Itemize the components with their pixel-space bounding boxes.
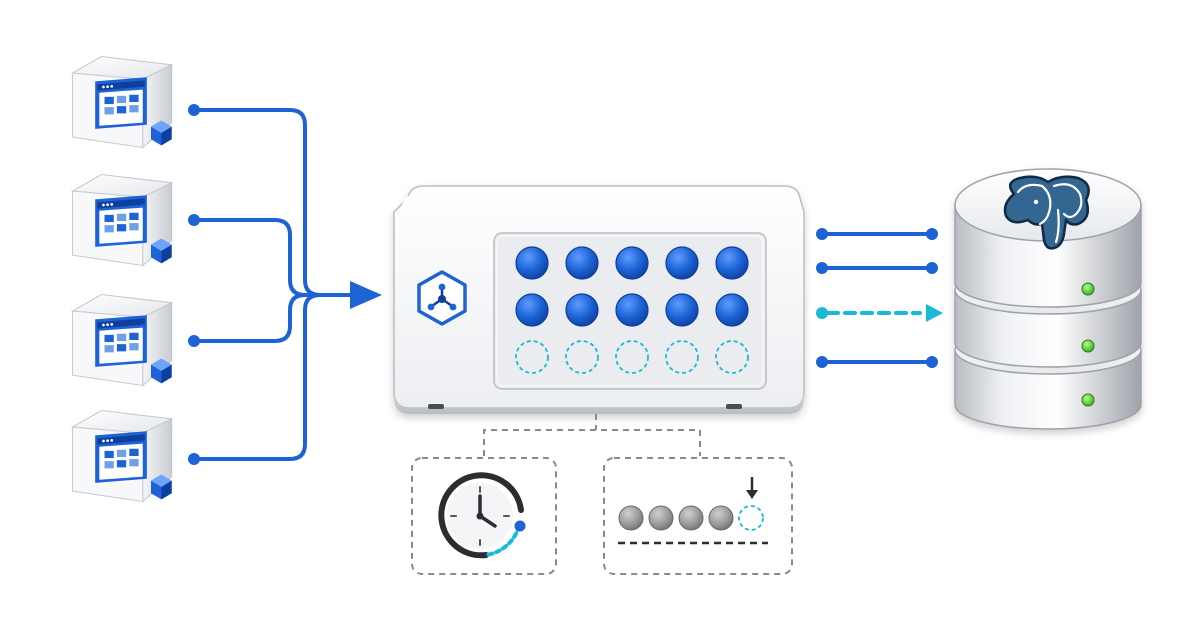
connection-hub-hexagon-icon — [417, 270, 467, 326]
client-connection-lines — [192, 108, 354, 461]
enqueue-arrow-icon — [746, 477, 758, 499]
idle-timeout-panel — [411, 457, 557, 575]
active-connection-slot — [665, 246, 699, 280]
active-connection-slot — [665, 293, 699, 327]
queued-request — [708, 505, 734, 531]
active-connection-slot — [515, 293, 549, 327]
queued-request — [678, 505, 704, 531]
active-connection-slot — [715, 293, 749, 327]
idle-connection-slot — [665, 340, 699, 374]
queued-request — [618, 505, 644, 531]
client-server-4-icon — [71, 410, 173, 502]
active-connection-slot — [565, 246, 599, 280]
clock-timeout-icon — [438, 472, 526, 559]
active-connection-slot — [615, 246, 649, 280]
active-connection-slot — [515, 246, 549, 280]
idle-connection-slot — [615, 340, 649, 374]
active-connection-slot — [615, 293, 649, 327]
idle-connection-slot — [715, 340, 749, 374]
database-connection-lines — [816, 228, 943, 368]
inflow-arrowhead — [350, 281, 382, 309]
postgresql-elephant-icon — [1003, 175, 1090, 250]
wait-queue-icon — [618, 505, 764, 531]
client-servers — [71, 56, 173, 502]
client-server-3-icon — [71, 294, 173, 386]
wait-queue-panel — [603, 457, 793, 575]
queued-request — [648, 505, 674, 531]
idle-connection-slot — [515, 340, 549, 374]
open-queue-slot — [738, 505, 764, 531]
detail-bracket — [483, 414, 701, 456]
status-leds — [1081, 282, 1095, 407]
client-server-1-icon — [71, 56, 173, 148]
idle-connection-slot — [565, 340, 599, 374]
active-connection-slots — [515, 246, 749, 327]
idle-connection-slots — [515, 340, 749, 374]
pending-arrowhead — [926, 304, 943, 322]
client-server-2-icon — [71, 174, 173, 266]
active-connection-slot — [565, 293, 599, 327]
client-line-endpoints — [188, 104, 200, 465]
client-line-2 — [192, 218, 307, 297]
client-line-4 — [192, 293, 322, 461]
active-connection-slot — [715, 246, 749, 280]
client-line-1 — [192, 108, 322, 297]
client-line-3 — [192, 293, 307, 343]
